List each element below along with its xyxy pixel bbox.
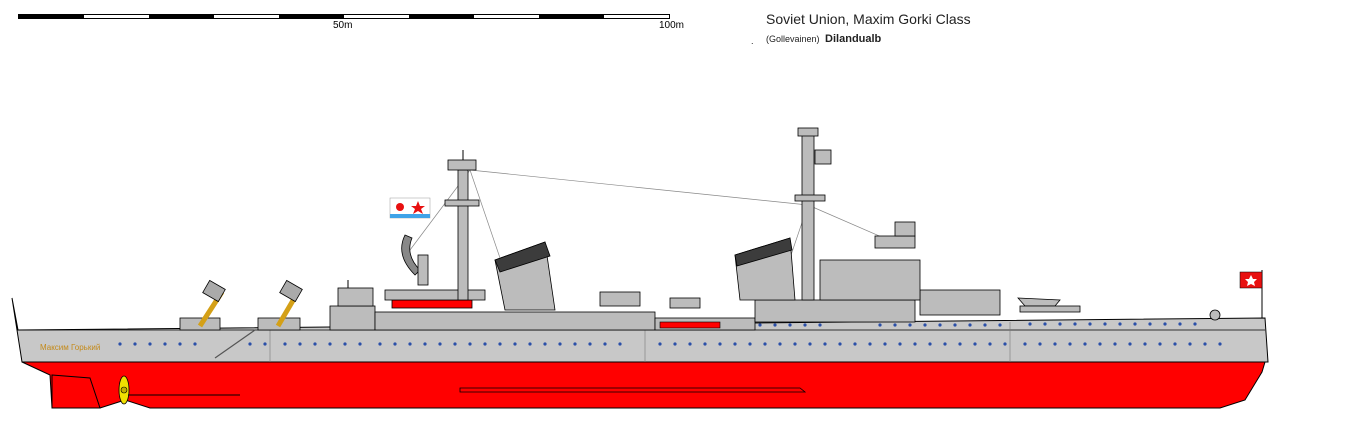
scale-segment [149,15,214,18]
naval-ensign-flag [389,197,431,219]
midship-gun [599,291,641,307]
seaplane [1017,297,1081,313]
rigging [409,169,901,259]
forward-mast [794,127,832,301]
bullet-mark: . [751,36,754,46]
superstructure-base [374,311,656,331]
forward-funnel [734,237,796,301]
credit-prefix: (Gollevainen) [766,34,820,44]
drawing-title: Soviet Union, Maxim Gorki Class [766,11,971,27]
hull-name: Максим Горький [40,343,100,352]
aft-mast [444,150,480,301]
propeller-icon [118,375,130,405]
aft-turret [179,279,226,331]
scale-segment [409,15,474,18]
bridge [819,259,921,301]
waterline-hull [21,361,1266,409]
scale-segment [279,15,344,18]
forward-deckhouse [919,289,1001,316]
aft-turret-2 [257,279,303,331]
ship-boat [391,299,473,309]
secondary-gun [337,287,374,307]
drawing-credit: (Gollevainen) Dilandualb [766,33,881,45]
rudder [51,374,101,409]
scale-label-100m: 100m [659,20,685,31]
scale-bar [18,14,670,19]
aft-funnel [494,241,556,311]
bilge-keel [459,387,807,393]
jack-flag [1239,271,1263,289]
credit-author: Dilandualb [825,33,882,45]
capstan [1209,309,1221,321]
scale-label-50m: 50m [333,20,353,31]
anchor-chain [214,329,256,359]
aft-deckhouse [329,305,376,331]
scale-segment [19,15,84,18]
radar-dish [401,234,421,276]
scale-segment [539,15,604,18]
